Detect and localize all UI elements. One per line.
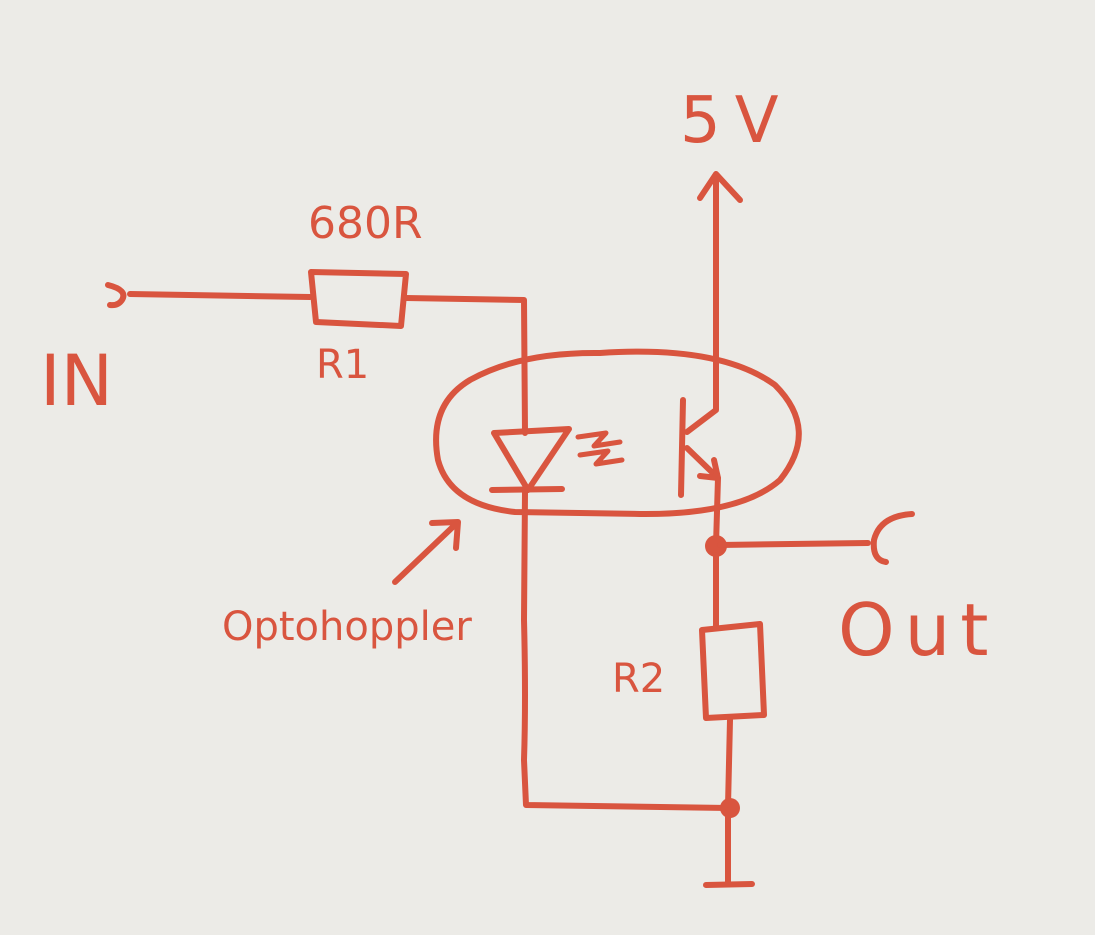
supply-label: 5V <box>680 84 793 158</box>
r2-name-label: R2 <box>612 656 665 702</box>
light-emission-icon <box>575 430 625 467</box>
r1-value-label: 680R <box>308 198 423 249</box>
r2-to-ground-wire <box>725 717 733 809</box>
led-diode-symbol <box>491 426 572 493</box>
ground-symbol <box>703 881 755 888</box>
optocoupler-label: Optohoppler <box>222 604 472 650</box>
optocoupler-package <box>433 348 802 518</box>
output-node <box>705 535 727 557</box>
resistor-r1 <box>308 269 409 329</box>
supply-arrow-icon <box>697 171 743 203</box>
input-terminal <box>105 282 127 309</box>
r1-to-led-wire <box>403 295 528 436</box>
led-to-ground-wire <box>521 489 731 811</box>
optocoupler-pointer-arrow <box>392 519 461 585</box>
emitter-arrow <box>697 457 721 481</box>
input-label: IN <box>40 340 113 422</box>
r1-name-label: R1 <box>316 342 369 388</box>
output-label: Out <box>838 588 999 672</box>
output-wire <box>717 540 871 548</box>
led-cathode-bar <box>489 486 565 493</box>
phototransistor-base <box>678 397 686 498</box>
output-terminal <box>870 511 915 565</box>
resistor-r2 <box>699 621 767 721</box>
phototransistor-collector <box>684 177 719 435</box>
input-wire <box>127 291 313 300</box>
